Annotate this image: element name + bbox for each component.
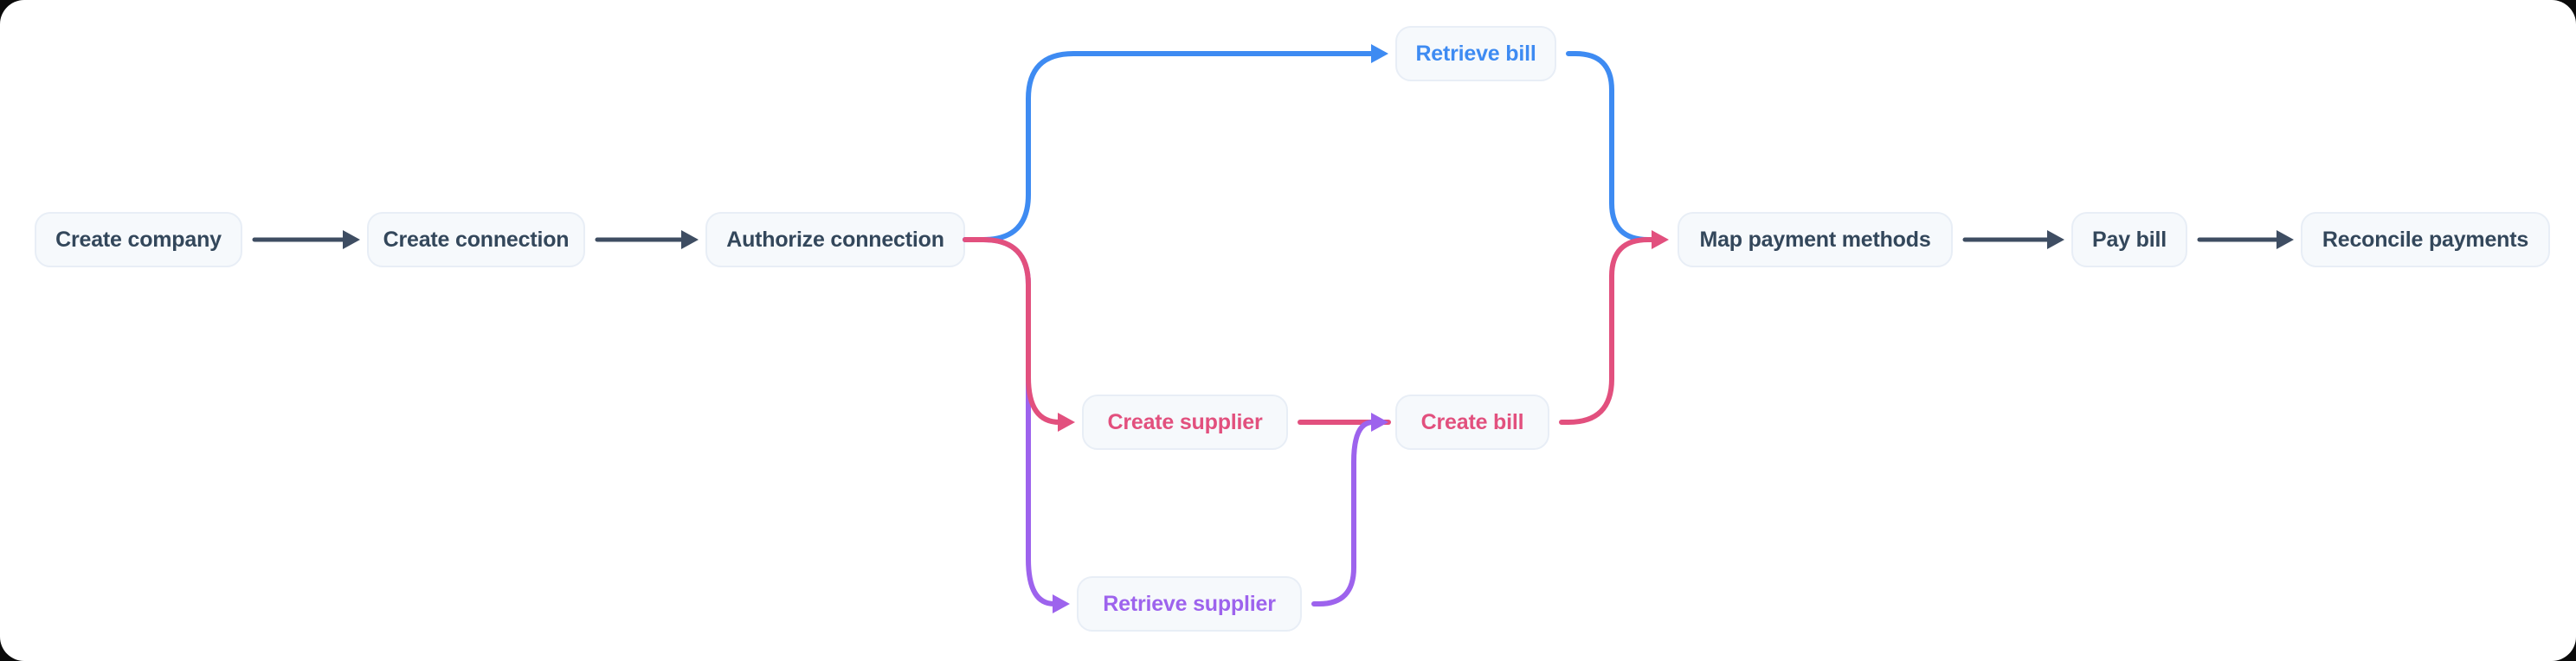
node-authorize-connection[interactable]: Authorize connection <box>705 212 965 267</box>
node-label: Retrieve bill <box>1415 41 1536 66</box>
node-label: Create connection <box>383 227 570 252</box>
node-label: Pay bill <box>2092 227 2167 252</box>
arrowhead-authorize-connection-icon <box>681 230 699 249</box>
node-map-payment-methods[interactable]: Map payment methods <box>1678 212 1953 267</box>
node-label: Create bill <box>1420 409 1524 434</box>
node-label: Reconcile payments <box>2322 227 2529 252</box>
arrowhead-map-payment-methods-icon <box>1652 230 1669 249</box>
edge-retrieve-bill-to-map-payment-methods <box>1566 51 1658 242</box>
node-retrieve-supplier[interactable]: Retrieve supplier <box>1077 576 1302 632</box>
arrowhead-create-connection-icon <box>343 230 360 249</box>
arrowhead-pay-bill-icon <box>2047 230 2064 249</box>
node-create-connection[interactable]: Create connection <box>367 212 585 267</box>
node-retrieve-bill[interactable]: Retrieve bill <box>1395 26 1556 81</box>
node-create-supplier[interactable]: Create supplier <box>1082 395 1288 450</box>
node-pay-bill[interactable]: Pay bill <box>2071 212 2187 267</box>
edge-authorize-to-create-supplier <box>963 237 1062 425</box>
arrowhead-retrieve-bill-icon <box>1371 44 1388 63</box>
node-create-bill[interactable]: Create bill <box>1395 395 1549 450</box>
node-label: Create supplier <box>1107 409 1263 434</box>
arrowhead-create-supplier-icon <box>1058 413 1075 432</box>
node-label: Retrieve supplier <box>1103 591 1276 616</box>
node-label: Map payment methods <box>1699 227 1931 252</box>
edge-authorize-to-retrieve-supplier <box>963 237 1057 606</box>
arrowhead-reconcile-payments-icon <box>2277 230 2294 249</box>
node-create-company[interactable]: Create company <box>35 212 242 267</box>
node-reconcile-payments[interactable]: Reconcile payments <box>2301 212 2550 267</box>
arrowhead-retrieve-supplier-icon <box>1053 594 1070 613</box>
edge-retrieve-supplier-to-create-bill <box>1311 420 1375 606</box>
edge-create-bill-to-map-payment-methods <box>1559 237 1654 425</box>
edge-authorize-to-retrieve-bill <box>963 51 1374 242</box>
arrowhead-create-bill-icon <box>1371 413 1388 432</box>
node-label: Create company <box>55 227 222 252</box>
node-label: Authorize connection <box>726 227 944 252</box>
